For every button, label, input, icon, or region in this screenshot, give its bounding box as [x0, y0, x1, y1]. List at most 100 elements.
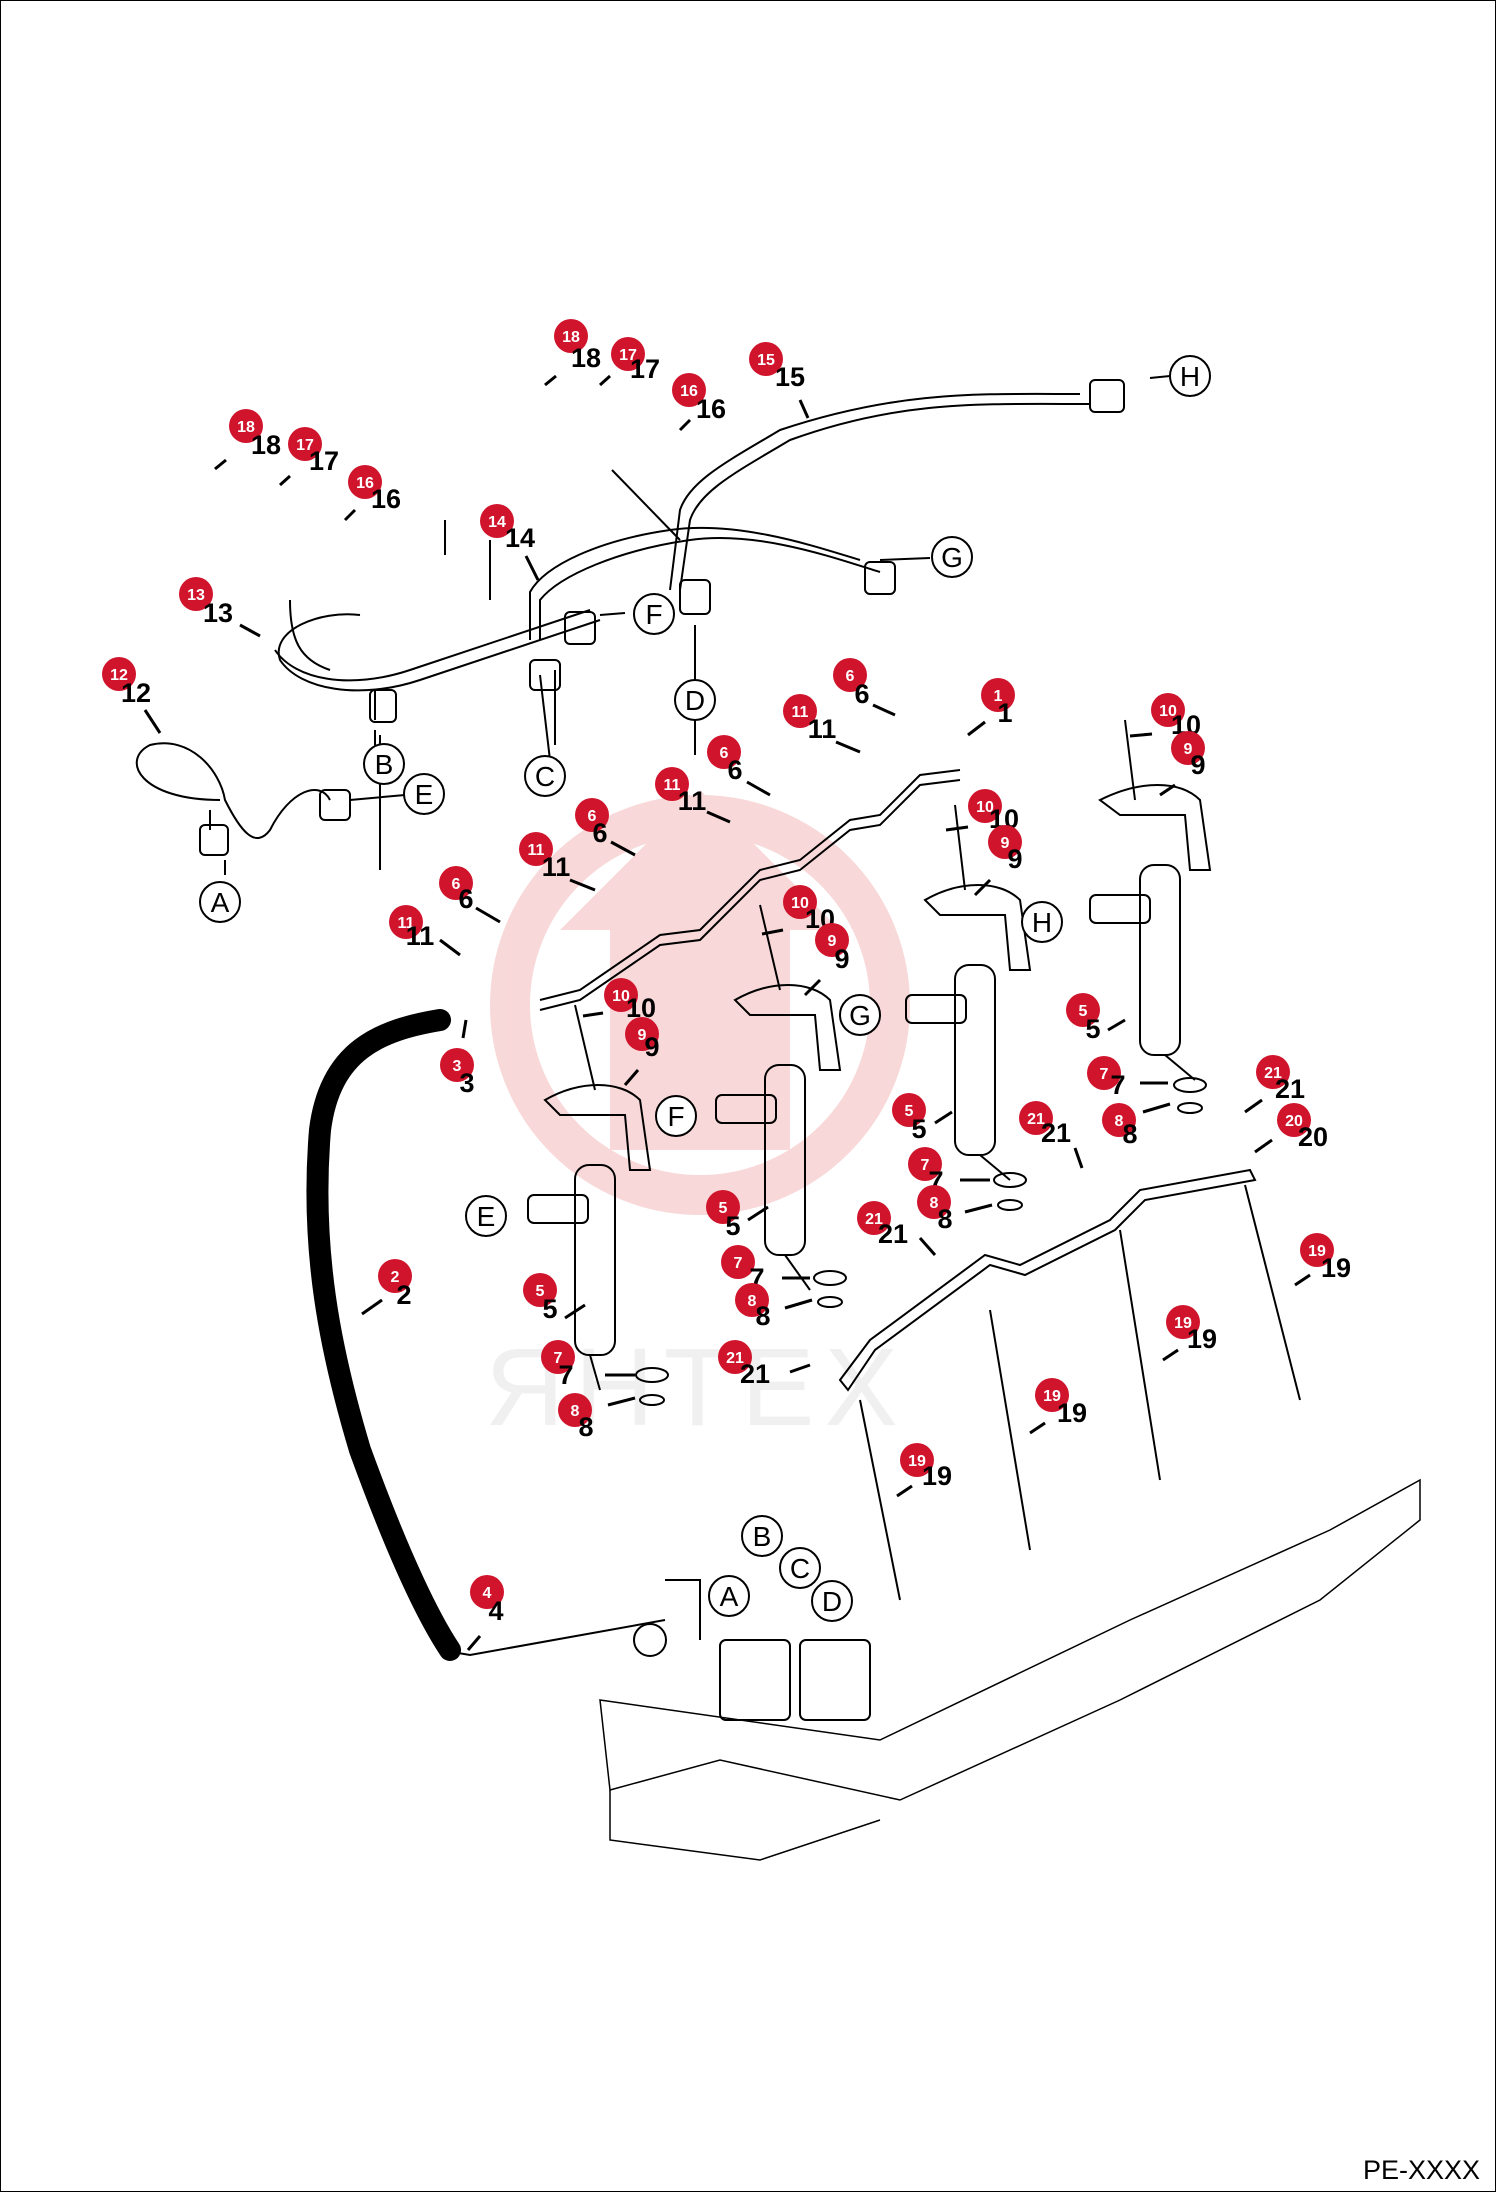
- svg-text:20: 20: [1298, 1122, 1328, 1152]
- ref-letter: C: [779, 1547, 821, 1589]
- svg-text:21: 21: [1264, 1065, 1282, 1082]
- svg-text:18: 18: [251, 430, 281, 460]
- svg-text:8: 8: [1115, 1113, 1124, 1130]
- svg-text:16: 16: [371, 484, 401, 514]
- svg-text:19: 19: [1308, 1243, 1326, 1260]
- svg-text:6: 6: [458, 884, 473, 914]
- svg-text:7: 7: [921, 1157, 930, 1174]
- injector-1: [527, 1084, 652, 1391]
- svg-text:5: 5: [725, 1211, 740, 1241]
- ref-letter: F: [633, 593, 675, 635]
- svg-text:C: C: [535, 761, 555, 792]
- svg-text:6: 6: [592, 818, 607, 848]
- svg-text:19: 19: [922, 1461, 952, 1491]
- ref-letter: B: [741, 1515, 783, 1557]
- svg-text:11: 11: [808, 714, 837, 744]
- svg-text:16: 16: [356, 475, 374, 492]
- svg-text:8: 8: [578, 1412, 593, 1442]
- svg-text:D: D: [685, 685, 705, 716]
- svg-text:21: 21: [726, 1350, 744, 1367]
- svg-text:11: 11: [678, 786, 707, 816]
- svg-text:16: 16: [680, 383, 698, 400]
- svg-text:6: 6: [720, 745, 729, 762]
- page-code: PE-XXXX: [1362, 2155, 1480, 2185]
- svg-text:17: 17: [296, 437, 314, 454]
- svg-text:6: 6: [727, 755, 742, 785]
- callout-9: 99: [1159, 731, 1206, 797]
- svg-text:F: F: [667, 1101, 684, 1132]
- svg-text:10: 10: [612, 988, 630, 1005]
- svg-text:13: 13: [187, 587, 205, 604]
- svg-text:9: 9: [638, 1027, 647, 1044]
- callout-4: 44: [466, 1575, 504, 1651]
- callout-8: 88: [917, 1185, 993, 1234]
- svg-text:A: A: [720, 1581, 739, 1612]
- ref-letter: G: [839, 994, 881, 1036]
- svg-text:11: 11: [664, 777, 681, 794]
- svg-text:7: 7: [558, 1360, 573, 1390]
- callout-9: 99: [803, 923, 850, 997]
- ref-letter: B: [363, 743, 405, 785]
- callout-1: 11: [967, 678, 1015, 737]
- ref-letter: H: [1169, 355, 1211, 397]
- part-linework: [135, 375, 1421, 1861]
- svg-text:21: 21: [1041, 1118, 1071, 1148]
- svg-text:11: 11: [528, 842, 545, 859]
- ref-letter: H: [1021, 901, 1063, 943]
- svg-text:14: 14: [505, 523, 535, 553]
- callout-6: 66: [575, 798, 636, 857]
- svg-text:18: 18: [562, 329, 580, 346]
- injector-3: [905, 884, 1032, 1181]
- svg-text:16: 16: [696, 394, 726, 424]
- svg-text:6: 6: [854, 679, 869, 709]
- callout-5: 55: [1066, 993, 1126, 1044]
- svg-text:7: 7: [1100, 1066, 1109, 1083]
- svg-text:G: G: [941, 542, 963, 573]
- svg-text:E: E: [415, 779, 434, 810]
- svg-text:11: 11: [406, 921, 435, 951]
- svg-text:4: 4: [483, 1585, 492, 1602]
- ref-letter: E: [403, 773, 445, 815]
- injector-4: [1089, 784, 1212, 1081]
- svg-text:14: 14: [488, 514, 506, 531]
- svg-text:19: 19: [1187, 1324, 1217, 1354]
- svg-text:11: 11: [542, 852, 571, 882]
- callout-2: 22: [361, 1259, 412, 1316]
- callout-3: 33: [440, 1019, 475, 1098]
- ref-letter: E: [465, 1195, 507, 1237]
- injector-2: [715, 984, 842, 1291]
- svg-text:6: 6: [588, 808, 597, 825]
- svg-text:8: 8: [1122, 1119, 1137, 1149]
- svg-text:5: 5: [1085, 1014, 1100, 1044]
- callout-5: 55: [523, 1273, 586, 1324]
- svg-text:7: 7: [734, 1255, 743, 1272]
- callout-6: 66: [439, 866, 501, 924]
- ref-letter: D: [674, 679, 716, 721]
- svg-text:18: 18: [571, 343, 601, 373]
- svg-text:19: 19: [908, 1453, 926, 1470]
- svg-text:9: 9: [1007, 844, 1022, 874]
- svg-text:12: 12: [121, 678, 151, 708]
- callout-6: 66: [833, 658, 896, 717]
- svg-text:12: 12: [110, 667, 128, 684]
- svg-text:19: 19: [1174, 1315, 1192, 1332]
- svg-text:E: E: [477, 1201, 496, 1232]
